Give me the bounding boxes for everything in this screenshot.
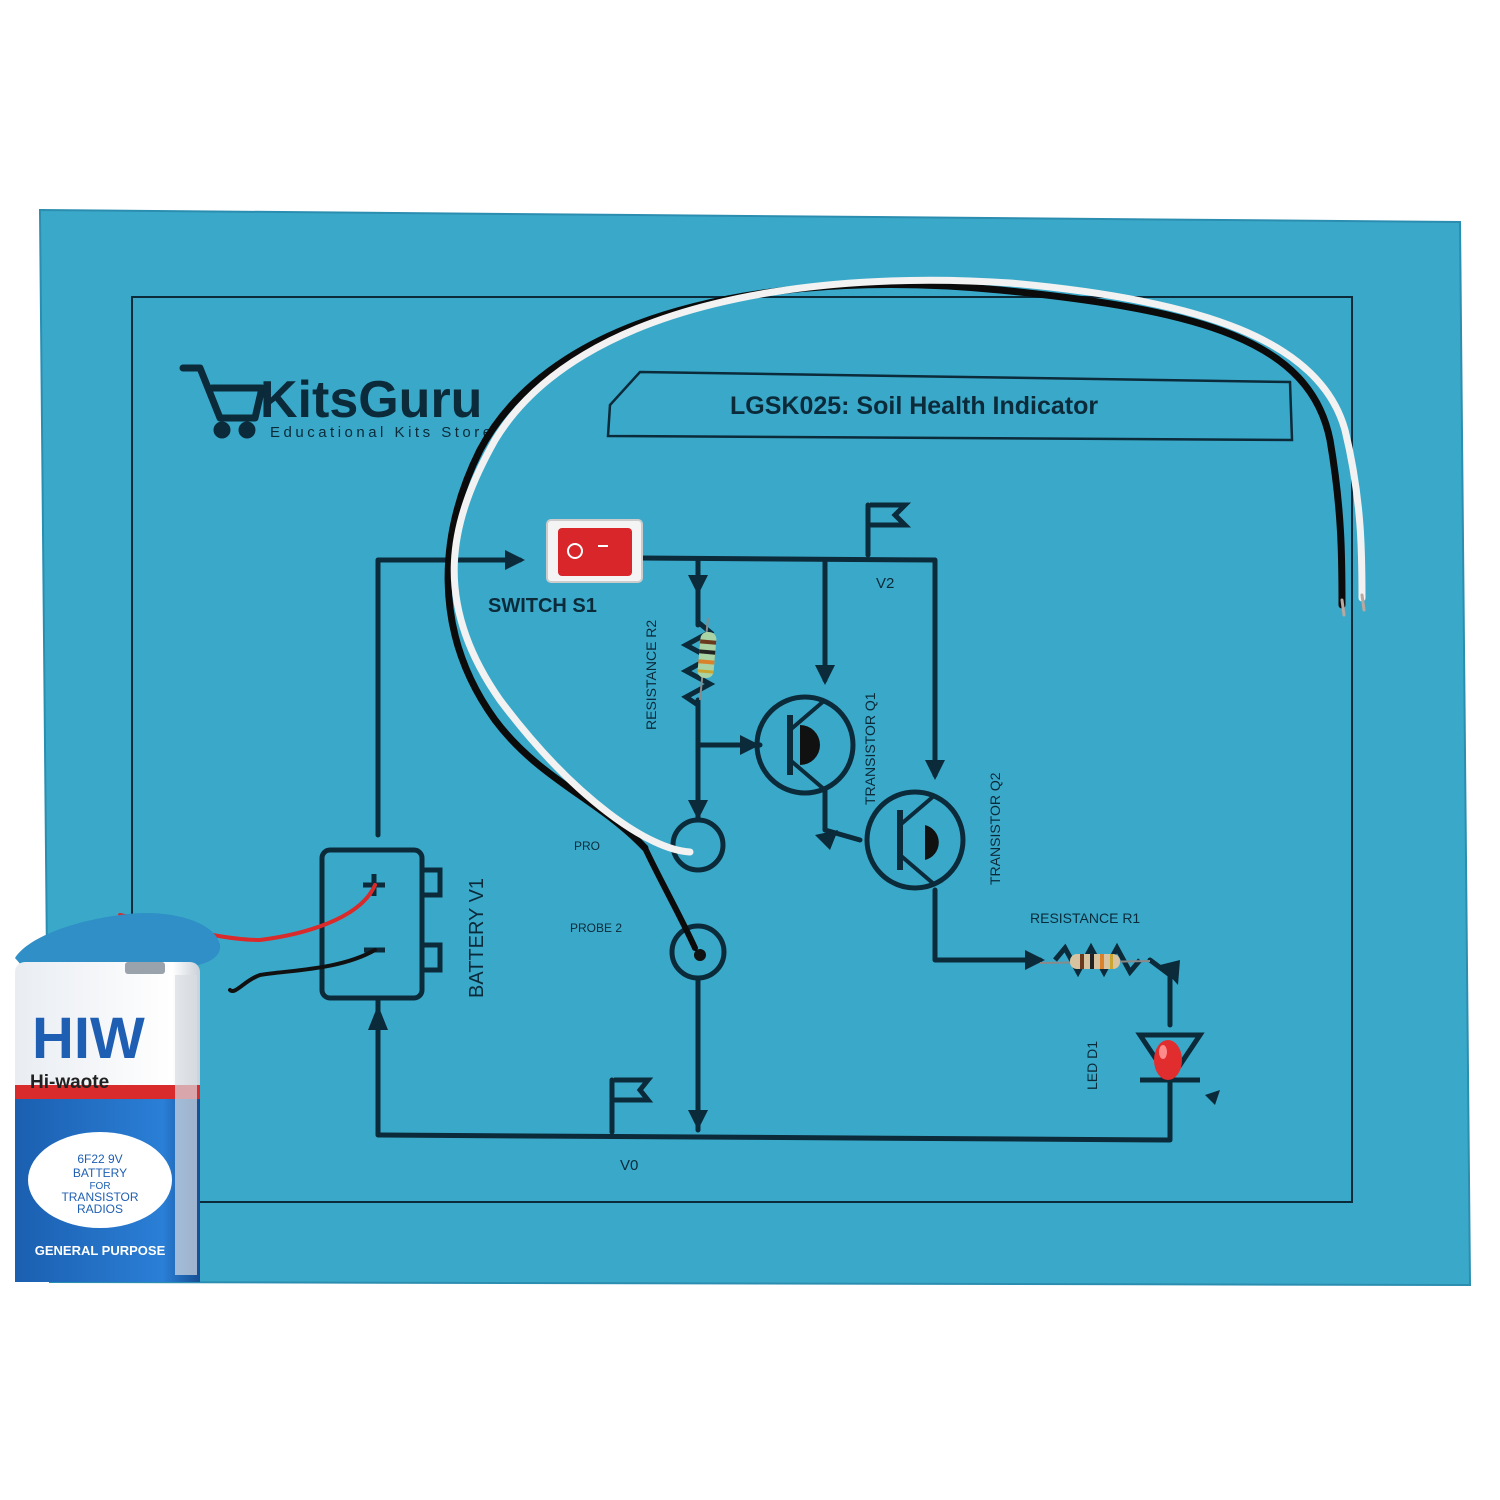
- label-transistor-q1: TRANSISTOR Q1: [862, 692, 878, 805]
- label-probe-2: PROBE 2: [570, 921, 622, 935]
- switch-s1[interactable]: [546, 519, 643, 583]
- probe-wire-pair[interactable]: [444, 276, 1366, 951]
- transistor-q2: [864, 789, 966, 891]
- cart-icon: [179, 364, 266, 439]
- resistor-r1-symbol: [1039, 942, 1151, 978]
- led-d1: [1135, 1032, 1220, 1105]
- battery-line-3: FOR: [89, 1181, 110, 1192]
- battery-logo: HIW: [32, 1006, 145, 1071]
- label-resistance-r2: RESISTANCE R2: [643, 620, 659, 730]
- probe-2[interactable]: [669, 923, 727, 981]
- brand-tagline: Educational Kits Store: [270, 424, 495, 441]
- resistor-r2-part: [697, 617, 717, 701]
- label-battery-v1: BATTERY V1: [466, 878, 488, 998]
- battery-line-4: TRANSISTOR: [61, 1190, 138, 1204]
- battery-line-1: 6F22 9V: [77, 1152, 122, 1166]
- circuit-arrows: [368, 550, 1180, 1130]
- battery-line-5: RADIOS: [77, 1202, 123, 1216]
- transistor-q1: [754, 694, 856, 796]
- label-led-d1: LED D1: [1084, 1041, 1100, 1090]
- battery-line-2: BATTERY: [73, 1166, 127, 1180]
- flag-v0-icon: [609, 1077, 654, 1105]
- label-switch-s1: SWITCH S1: [488, 595, 597, 617]
- title-box: LGSK025: Soil Health Indicator: [606, 370, 1294, 442]
- label-probe-1: PRO: [574, 839, 600, 853]
- resistor-r2-symbol: [680, 617, 717, 708]
- switch-off-mark-icon: [567, 543, 583, 559]
- battery-9v: HIW Hi-waote 6F22 9V BATTERY FOR TRANSIS…: [15, 913, 221, 1282]
- kit-title: LGSK025: Soil Health Indicator: [730, 392, 1098, 420]
- brand-logo: KitsGuru Educational Kits Store: [179, 364, 495, 441]
- circuit-labels: SWITCH S1 V2 V0 RESISTANCE R2 TRANSISTOR…: [466, 575, 1140, 1174]
- label-resistance-r1: RESISTANCE R1: [1030, 910, 1140, 926]
- probe-1[interactable]: [670, 817, 726, 873]
- battery-footer: GENERAL PURPOSE: [35, 1243, 166, 1258]
- battery-brand: Hi-waote: [30, 1072, 109, 1093]
- label-transistor-q2: TRANSISTOR Q2: [987, 772, 1003, 885]
- flag-v2-icon: [865, 502, 912, 530]
- label-v2: V2: [876, 575, 894, 592]
- brand-name: KitsGuru: [260, 371, 482, 429]
- label-v0: V0: [620, 1157, 638, 1174]
